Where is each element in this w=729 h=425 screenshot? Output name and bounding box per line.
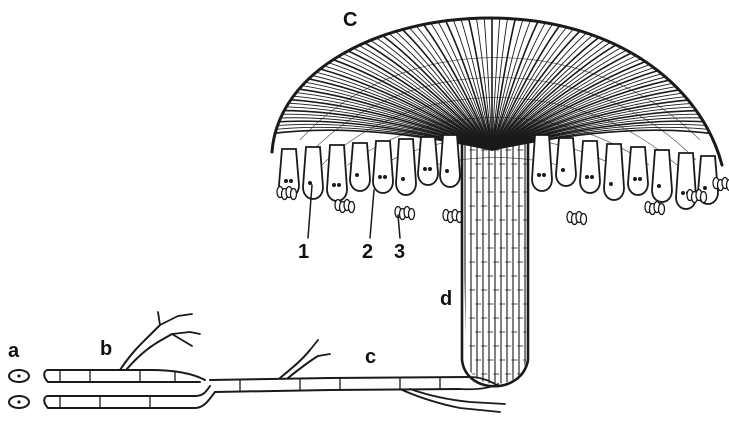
basidiospore (701, 192, 707, 203)
label-C: C (343, 9, 357, 31)
basidium-cell (440, 135, 460, 187)
nucleus (609, 182, 613, 186)
nucleus (537, 173, 541, 177)
nucleus (445, 169, 449, 173)
basidium-cell (303, 147, 323, 199)
basidiospore (349, 202, 355, 213)
nucleus (703, 186, 707, 190)
basidium-cell (532, 135, 552, 191)
label-c: c (365, 346, 376, 368)
leader-3 (398, 215, 400, 238)
basidiospore (291, 189, 297, 200)
label-2: 2 (362, 241, 373, 263)
nucleus (332, 183, 336, 187)
basidium-cell (327, 145, 347, 201)
mycelium-hyphae (9, 312, 505, 412)
leader-2 (370, 190, 374, 238)
nucleus (542, 173, 546, 177)
basidiospore (581, 214, 587, 225)
nucleus (681, 191, 685, 195)
label-3: 3 (394, 241, 405, 263)
nucleus (428, 167, 432, 171)
nucleus (657, 184, 661, 188)
nucleus (401, 177, 405, 181)
label-b: b (100, 338, 112, 360)
nucleus (585, 175, 589, 179)
stipe-stalk (462, 140, 529, 392)
nucleus (337, 183, 341, 187)
basidium-cell (396, 139, 416, 195)
basidium-cell (373, 141, 393, 193)
nucleus (638, 177, 642, 181)
stipe-hyphae-hatching (465, 140, 529, 392)
nucleus (561, 168, 565, 172)
nucleus (308, 181, 312, 185)
basidium-cell (580, 141, 600, 193)
nucleus (423, 167, 427, 171)
basidiospore (409, 209, 415, 220)
basidium-cell (556, 138, 576, 186)
basidium-cell (350, 143, 370, 191)
nucleus (590, 175, 594, 179)
label-a: a (8, 340, 20, 362)
basidium-cell (604, 144, 624, 200)
nucleus (633, 177, 637, 181)
nucleus (378, 175, 382, 179)
basidium-cell (628, 147, 648, 195)
basidiospore (659, 204, 665, 215)
nucleus (383, 175, 387, 179)
nucleus (289, 179, 293, 183)
label-1: 1 (298, 241, 309, 263)
basidium-cell (652, 150, 672, 202)
nucleus (355, 173, 359, 177)
basidium-cell (418, 137, 438, 185)
label-d: d (440, 288, 452, 310)
nucleus (284, 179, 288, 183)
